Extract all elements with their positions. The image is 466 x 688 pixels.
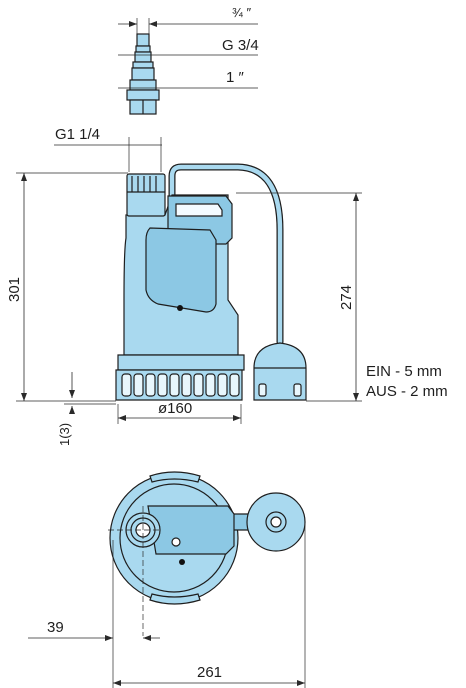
diameter-label: ø160 bbox=[158, 400, 192, 417]
switch-off-label: AUS - 2 mm bbox=[366, 383, 448, 400]
bottom-dimensions bbox=[28, 523, 306, 688]
pump-top-view bbox=[108, 471, 306, 636]
adapter-bottom-label: 1 ″ bbox=[226, 69, 245, 86]
width-261-label: 261 bbox=[197, 664, 222, 681]
offset-39-label: 39 bbox=[47, 619, 64, 636]
switch-on-label: EIN - 5 mm bbox=[366, 363, 442, 380]
dimension-arrows bbox=[21, 21, 359, 686]
adapter-top-label: ¾ ″ bbox=[232, 5, 251, 20]
base-slots bbox=[121, 373, 240, 397]
adapter-mid-label: G 3/4 bbox=[222, 37, 259, 54]
outlet-thread-label: G1 1/4 bbox=[55, 126, 100, 143]
hose-adapter bbox=[126, 33, 160, 115]
height-outlet-label: 274 bbox=[338, 285, 355, 310]
adapter-dimensions bbox=[118, 18, 258, 89]
height-dimensions bbox=[16, 172, 362, 412]
diameter-dimension bbox=[117, 404, 242, 424]
pump-side-view bbox=[115, 163, 307, 401]
height-total-label: 301 bbox=[6, 277, 23, 302]
outlet-thread-dimension bbox=[54, 137, 162, 172]
base-offset-label: 1(3) bbox=[57, 423, 72, 446]
